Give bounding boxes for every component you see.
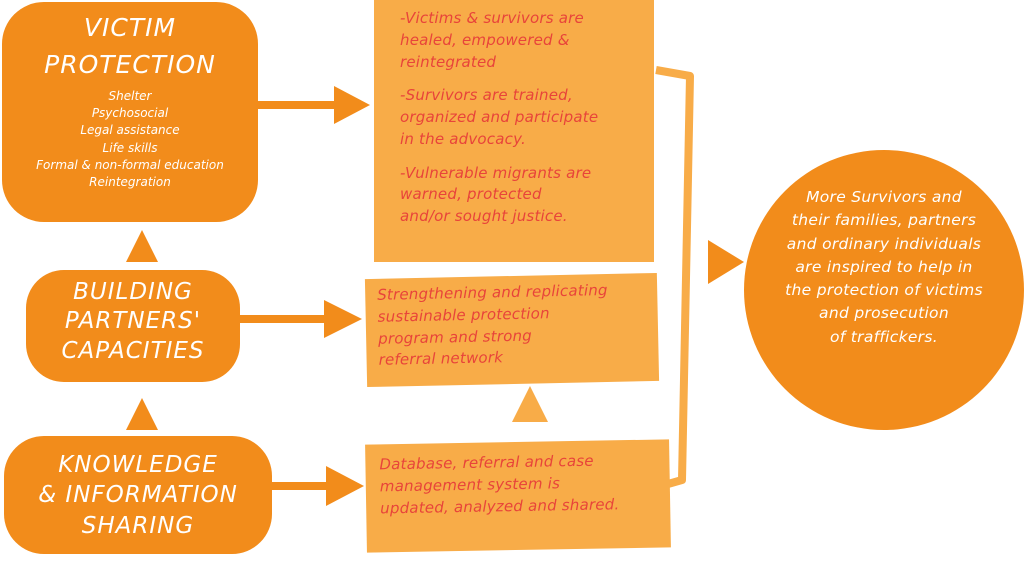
building-title-line-2: PARTNERS'	[64, 308, 202, 335]
outcome-healed: -Victims & survivors are healed, empower…	[400, 8, 644, 73]
outcome-healed-line-3: reintegrated	[400, 52, 497, 71]
arrow-head-building	[324, 300, 362, 338]
up-arrow-knowledge-to-building	[126, 398, 158, 430]
goal-line-3: and ordinary individuals	[786, 234, 982, 253]
knowledge-sharing-box: KNOWLEDGE & INFORMATION SHARING	[4, 436, 272, 554]
arrow-shaft-building	[240, 315, 330, 323]
outcome-mid-line-4: referral network	[378, 348, 504, 370]
victim-title-line-1: VICTIM	[83, 13, 177, 42]
outcome-mid-box: Strengthening and replicating sustainabl…	[364, 272, 660, 388]
building-title-line-1: BUILDING	[73, 279, 193, 305]
outcome-bottom-box: Database, referral and case management s…	[365, 439, 671, 553]
arrow-head-knowledge	[326, 466, 364, 506]
building-title-line-3: CAPACITIES	[61, 337, 205, 364]
arrow-shaft-knowledge	[272, 482, 332, 490]
goal-line-5: the protection of victims	[785, 281, 983, 299]
knowledge-title-line-2: & INFORMATION	[38, 482, 238, 509]
victim-item-shelter: Shelter	[108, 88, 152, 103]
knowledge-title-line-3: SHARING	[81, 512, 195, 539]
victim-item-reintegration: Reintegration	[89, 175, 171, 190]
victim-protection-box: VICTIM PROTECTION Shelter Psychosocial L…	[2, 2, 258, 222]
goal-line-2: their families, partners	[791, 211, 977, 230]
goal-circle: More Survivors and their families, partn…	[744, 150, 1024, 430]
outcome-trained-line-3: in the advocacy.	[400, 129, 526, 148]
building-capacities-box: BUILDING PARTNERS' CAPACITIES	[26, 270, 240, 382]
victim-item-education: Formal & non-formal education	[36, 158, 224, 173]
goal-line-7: of traffickers.	[830, 327, 938, 346]
knowledge-title-line-1: KNOWLEDGE	[58, 452, 218, 478]
victim-item-life-skills: Life skills	[102, 140, 158, 155]
outcome-healed-line-2: healed, empowered &	[400, 30, 570, 49]
outcome-bracket-line	[655, 66, 694, 488]
outcome-bottom-line-3: updated, analyzed and shared.	[380, 494, 620, 517]
up-arrow-bottom-to-mid	[512, 386, 548, 422]
victim-item-psychosocial: Psychosocial	[91, 105, 169, 120]
outcome-migrants-line-2: warned, protected	[400, 185, 542, 204]
outcome-migrants-line-3: and/or sought justice.	[400, 207, 568, 225]
outcome-migrants-line-1: -Vulnerable migrants are	[400, 163, 592, 182]
goal-line-4: are inspired to help in	[795, 257, 973, 276]
outcome-trained-line-1: -Survivors are trained,	[400, 86, 573, 105]
up-arrow-building-to-victim	[126, 230, 158, 262]
arrow-head-goal	[708, 240, 744, 284]
arrow-shaft-victim	[258, 101, 340, 109]
arrow-head-victim	[334, 86, 370, 124]
outcome-healed-line-1: -Victims & survivors are	[400, 9, 584, 27]
goal-line-6: and prosecution	[819, 304, 949, 323]
outcome-trained-line-2: organized and participate	[400, 108, 599, 126]
victim-item-legal: Legal assistance	[80, 123, 180, 138]
outcome-trained: -Survivors are trained, organized and pa…	[400, 85, 644, 150]
goal-line-1: More Survivors and	[806, 188, 962, 206]
victim-title-line-2: PROTECTION	[44, 49, 216, 79]
outcome-migrants: -Vulnerable migrants are warned, protect…	[400, 163, 644, 228]
outcomes-top-box: -Victims & survivors are healed, empower…	[374, 0, 654, 262]
